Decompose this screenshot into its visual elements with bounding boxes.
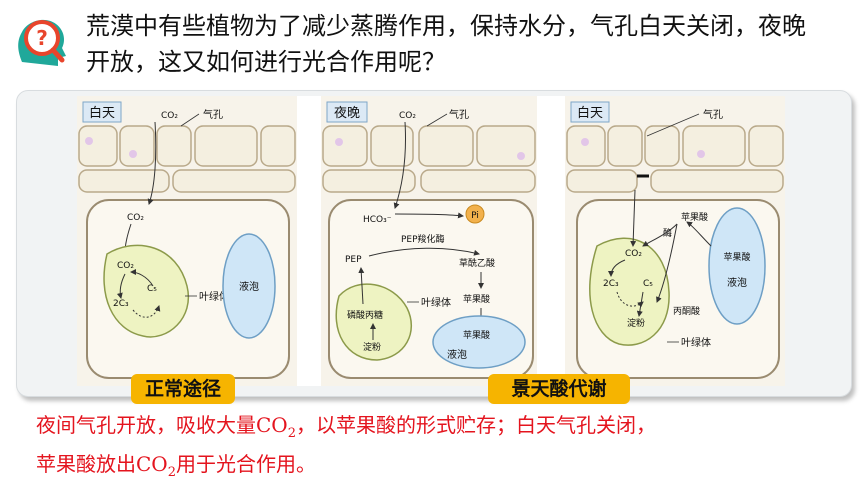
answer-line-2-b: 用于光合作用。 <box>175 452 316 476</box>
answer-line-1-b: ，以苹果酸的形式贮存；白天气孔关闭， <box>295 413 656 437</box>
middle-starch: 淀粉 <box>363 341 381 353</box>
middle-panel: 夜晚 CO₂ 气孔 HCO₃⁻ Pi PEP羧化酶 PEP 草酰乙酸 苹果酸 苹… <box>321 96 537 386</box>
middle-title: 夜晚 <box>334 106 360 121</box>
left-vacuole-label: 液泡 <box>239 280 259 293</box>
left-c5: C₅ <box>147 284 157 294</box>
right-starch: 淀粉 <box>627 317 645 329</box>
left-chloro-co2: CO₂ <box>117 261 134 271</box>
right-vacuole-label: 液泡 <box>727 276 747 289</box>
answer-text: 夜间气孔开放，吸收大量CO2，以苹果酸的形式贮存；白天气孔关闭， 苹果酸放出CO… <box>36 410 836 488</box>
right-malate: 苹果酸 <box>681 211 708 223</box>
middle-pep: PEP <box>345 255 362 265</box>
left-title: 白天 <box>89 105 115 121</box>
right-vac-malate: 苹果酸 <box>723 251 750 263</box>
answer-line-2: 苹果酸放出CO2用于光合作用。 <box>36 449 836 488</box>
photosynthesis-pathway-figure: 白天 CO₂ 气孔 CO₂ CO₂ C₅ 2C₃ 叶绿体 液泡 <box>77 96 785 386</box>
middle-hco3: HCO₃⁻ <box>363 215 392 225</box>
right-c5: C₅ <box>643 279 653 289</box>
middle-vacuole-label: 液泡 <box>447 348 467 361</box>
question-line-2: 开放，这又如何进行光合作用呢？ <box>86 48 446 76</box>
right-pyruvate: 丙酮酸 <box>673 306 700 317</box>
middle-stomata-label: 气孔 <box>449 108 469 121</box>
question-text: 荒漠中有些植物为了减少蒸腾作用，保持水分，气孔白天关闭，夜晚 开放，这又如何进行… <box>86 8 856 80</box>
answer-line-1-sub: 2 <box>287 426 296 441</box>
left-co2-top: CO₂ <box>161 111 178 121</box>
middle-oaa: 草酰乙酸 <box>459 257 495 269</box>
left-chloroplast <box>103 244 190 338</box>
svg-text:?: ? <box>36 26 48 50</box>
left-vacuole <box>222 233 276 339</box>
left-stomata-label: 气孔 <box>203 108 223 121</box>
answer-line-2-sub: 2 <box>167 465 176 480</box>
left-c3: 2C₃ <box>113 299 129 309</box>
right-panel: 白天 气孔 苹果酸 酶 CO₂ 2C₃ C₅ 淀粉 丙酮酸 叶绿体 苹果酸 <box>565 96 785 386</box>
middle-pi: Pi <box>471 211 479 221</box>
right-co2: CO₂ <box>625 249 642 259</box>
answer-line-1-a: 夜间气孔开放，吸收大量CO <box>36 413 288 437</box>
middle-chloroplast-label: 叶绿体 <box>421 296 451 309</box>
middle-enzyme: PEP羧化酶 <box>401 233 445 245</box>
middle-co2-top: CO₂ <box>399 111 416 121</box>
answer-line-1: 夜间气孔开放，吸收大量CO2，以苹果酸的形式贮存；白天气孔关闭， <box>36 410 836 449</box>
right-c3: 2C₃ <box>603 279 619 289</box>
left-chloroplast-label: 叶绿体 <box>199 290 229 303</box>
right-title: 白天 <box>577 105 603 121</box>
question-magnifier-head-icon: ? <box>18 19 66 66</box>
middle-malate-2: 苹果酸 <box>463 329 490 341</box>
middle-chloroplast <box>335 283 412 361</box>
right-vacuole <box>708 207 766 325</box>
cam-pathway-tag: 景天酸代谢 <box>488 374 630 404</box>
left-co2-mid: CO₂ <box>127 213 144 223</box>
middle-vacuole <box>432 315 526 369</box>
right-chloroplast-label: 叶绿体 <box>681 336 711 349</box>
middle-pep-precursor: 磷酸丙糖 <box>347 309 383 321</box>
answer-line-2-a: 苹果酸放出CO <box>36 452 168 476</box>
right-enzyme: 酶 <box>663 227 672 239</box>
right-stomata-label: 气孔 <box>703 108 723 121</box>
left-panel: 白天 CO₂ 气孔 CO₂ CO₂ C₅ 2C₃ 叶绿体 液泡 <box>77 96 297 386</box>
middle-malate-1: 苹果酸 <box>463 293 490 305</box>
question-line-1: 荒漠中有些植物为了减少蒸腾作用，保持水分，气孔白天关闭，夜晚 <box>86 12 806 40</box>
normal-pathway-tag: 正常途径 <box>131 374 235 404</box>
